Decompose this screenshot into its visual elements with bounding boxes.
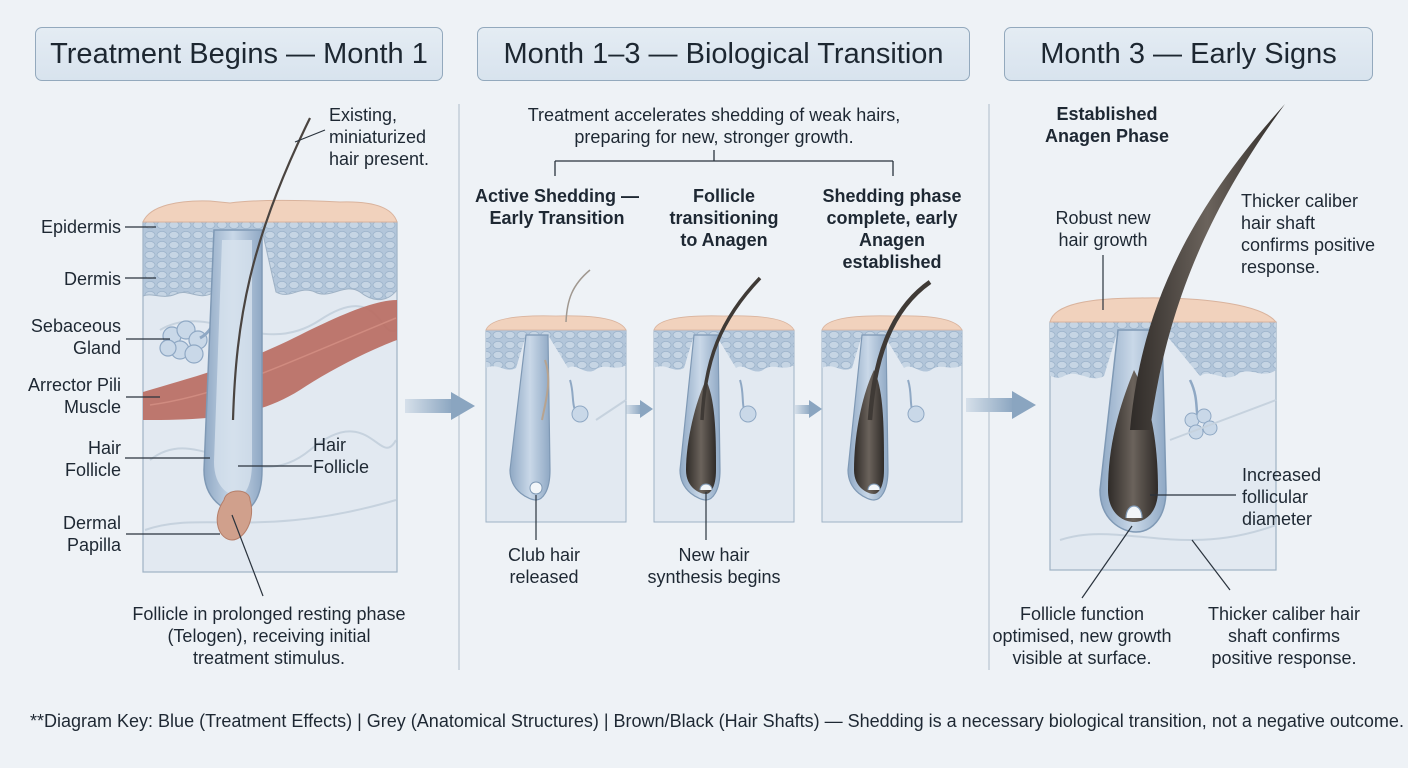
- stage1-title: Active Shedding —Early Transition: [474, 186, 640, 228]
- skin-block-stage2: [653, 276, 795, 523]
- label-epidermis: Epidermis: [40, 217, 121, 237]
- skin-block-stage3: [821, 280, 963, 523]
- transition-bracket: [554, 150, 894, 176]
- leaders-month1: [125, 129, 326, 597]
- leaders-month3: [1081, 255, 1236, 599]
- arrow-month1-to-transition: [405, 392, 475, 420]
- arrow-stage1-to-stage2: [626, 400, 653, 418]
- skin-block-month1: [142, 117, 398, 573]
- skin-block-stage1: [485, 269, 627, 523]
- transition-intro: Treatment accelerates shedding of weak h…: [527, 105, 901, 147]
- header-early-signs: Month 3 — Early Signs: [1004, 27, 1373, 81]
- leaders-transition: [535, 492, 707, 540]
- skin-block-month3: [1049, 104, 1285, 571]
- caption-telogen: Follicle in prolonged resting phase(Telo…: [132, 604, 406, 668]
- header-treatment-begins: Treatment Begins — Month 1: [35, 27, 443, 81]
- header-biological-transition: Month 1–3 — Biological Transition: [477, 27, 970, 81]
- arrow-transition-to-month3: [966, 391, 1036, 419]
- diagram-key: **Diagram Key: Blue (Treatment Effects) …: [30, 711, 1404, 731]
- label-dermis: Dermis: [64, 269, 121, 289]
- arrow-stage2-to-stage3: [795, 400, 822, 418]
